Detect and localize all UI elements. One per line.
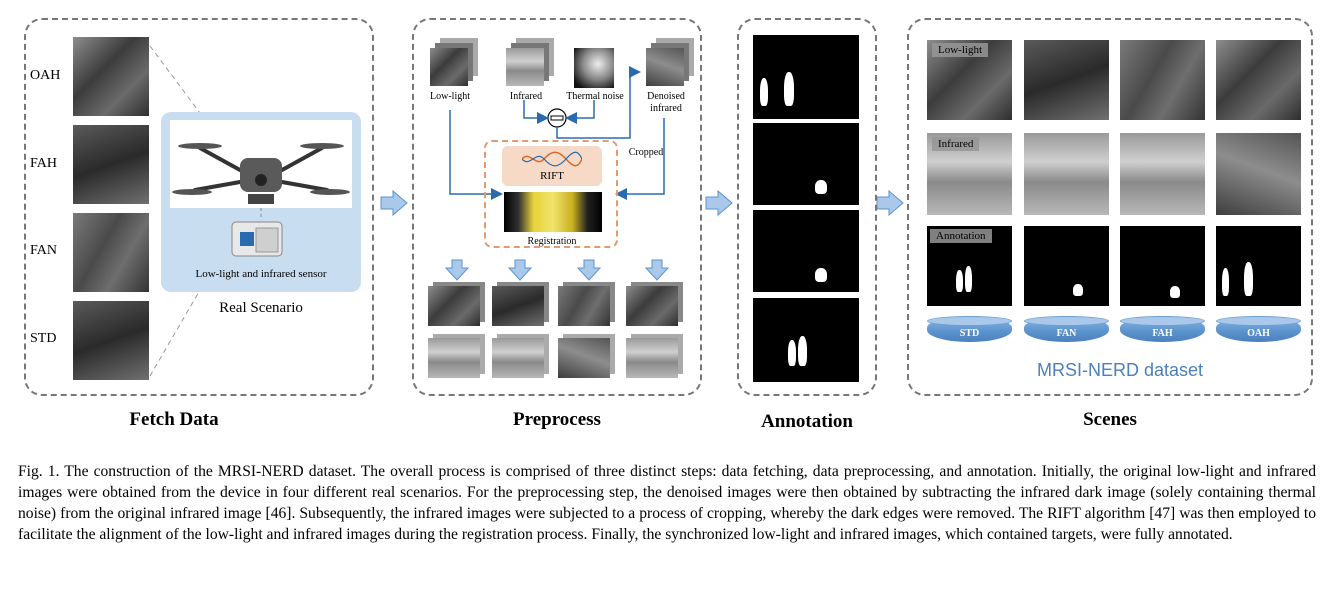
registered-low-light-2 — [492, 286, 544, 326]
scenes-title: Scenes — [1083, 409, 1137, 430]
scene-low-light-oah — [1216, 40, 1301, 120]
target-silhouette — [784, 72, 794, 106]
dataset-name: MRSI-NERD dataset — [1036, 360, 1204, 380]
row-tag-low-light: Low-light — [932, 43, 988, 57]
infrared-stack — [506, 48, 544, 86]
fetch-data-title: Fetch Data — [129, 409, 219, 430]
scenario-photo-std — [73, 301, 149, 380]
rift-wave-icon — [522, 151, 582, 167]
annotation-mask-3 — [753, 210, 859, 292]
registered-low-light-1 — [428, 286, 480, 326]
target-silhouette — [788, 340, 796, 366]
dataset-cylinder-fah: FAH — [1120, 316, 1205, 342]
target-silhouette — [798, 336, 807, 366]
target-silhouette — [956, 270, 963, 292]
denoised-label-line1: Denoised — [647, 91, 685, 102]
registered-infrared-2 — [492, 338, 544, 378]
annotation-mask-1 — [753, 35, 859, 119]
dataset-label-fah: FAH — [1152, 327, 1173, 339]
preprocess-flow-arrows — [449, 66, 665, 200]
registered-infrared-4 — [626, 338, 678, 378]
target-silhouette — [815, 268, 827, 282]
dataset-cylinder-std: STD — [927, 316, 1012, 342]
flow-arrow-icon — [380, 190, 408, 216]
row-tag-annotation: Annotation — [930, 229, 992, 243]
scene-annotation-fah — [1120, 226, 1205, 306]
scene-annotation-fan — [1024, 226, 1109, 306]
registered-low-light-4 — [626, 286, 678, 326]
scenario-photo-fah — [73, 125, 149, 204]
infrared-label: Infrared — [509, 91, 543, 102]
registered-low-light-3 — [558, 286, 610, 326]
scene-low-light-fah — [1120, 40, 1205, 120]
dataset-label-oah: OAH — [1247, 327, 1270, 339]
registered-infrared-1 — [428, 338, 480, 378]
target-silhouette — [1170, 286, 1180, 298]
target-silhouette — [1222, 268, 1229, 296]
scenario-photo-fan — [73, 213, 149, 292]
dataset-label-std: STD — [959, 327, 980, 339]
scenario-label-oah: OAH — [30, 68, 61, 83]
scene-infrared-oah — [1216, 133, 1301, 215]
real-scenario-label: Real Scenario — [219, 300, 303, 316]
dataset-label-fan: FAN — [1056, 327, 1077, 339]
drone-icon — [172, 143, 350, 257]
zoom-connector-lines — [149, 45, 201, 377]
target-silhouette — [760, 78, 768, 106]
scene-low-light-fan — [1024, 40, 1109, 120]
thermal-noise-image — [574, 48, 614, 88]
registration-label: Registration — [527, 236, 577, 247]
annotation-title: Annotation — [761, 411, 853, 432]
target-silhouette — [965, 266, 972, 292]
annotation-mask-2 — [753, 123, 859, 205]
low-light-stack — [430, 48, 468, 86]
figure-caption: Fig. 1. The construction of the MRSI-NER… — [18, 463, 1316, 543]
registered-infrared-3 — [558, 338, 610, 378]
fetch-data-panel — [24, 18, 374, 396]
scene-annotation-oah — [1216, 226, 1301, 306]
scenario-photo-oah — [73, 37, 149, 116]
preprocess-panel — [412, 18, 702, 396]
registration-box — [484, 140, 618, 248]
flow-arrow-icon — [705, 190, 733, 216]
target-silhouette — [1073, 284, 1083, 296]
target-silhouette — [1244, 262, 1253, 296]
sensor-label: Low-light and infrared sensor — [195, 268, 327, 280]
preprocess-title: Preprocess — [513, 409, 601, 430]
scene-infrared-fah — [1120, 133, 1205, 215]
scenario-label-std: STD — [30, 331, 57, 346]
down-arrows-icon — [444, 259, 670, 281]
scenario-label-fan: FAN — [30, 243, 57, 258]
low-light-label: Low-light — [430, 91, 470, 102]
scene-infrared-fan — [1024, 133, 1109, 215]
annotation-panel — [737, 18, 877, 396]
denoised-label-line2: infrared — [650, 103, 682, 114]
flow-arrow-icon — [876, 190, 904, 216]
dataset-cylinder-oah: OAH — [1216, 316, 1301, 342]
thermal-noise-label: Thermal noise — [566, 91, 624, 102]
target-silhouette — [815, 180, 827, 194]
denoised-infrared-stack — [646, 48, 684, 86]
scenario-label-fah: FAH — [30, 156, 57, 171]
dataset-cylinder-fan: FAN — [1024, 316, 1109, 342]
row-tag-infrared: Infrared — [932, 137, 980, 151]
rift-label: RIFT — [540, 170, 564, 182]
scenes-panel — [907, 18, 1313, 396]
cropped-label: Cropped — [628, 147, 664, 158]
registration-image — [504, 192, 602, 232]
